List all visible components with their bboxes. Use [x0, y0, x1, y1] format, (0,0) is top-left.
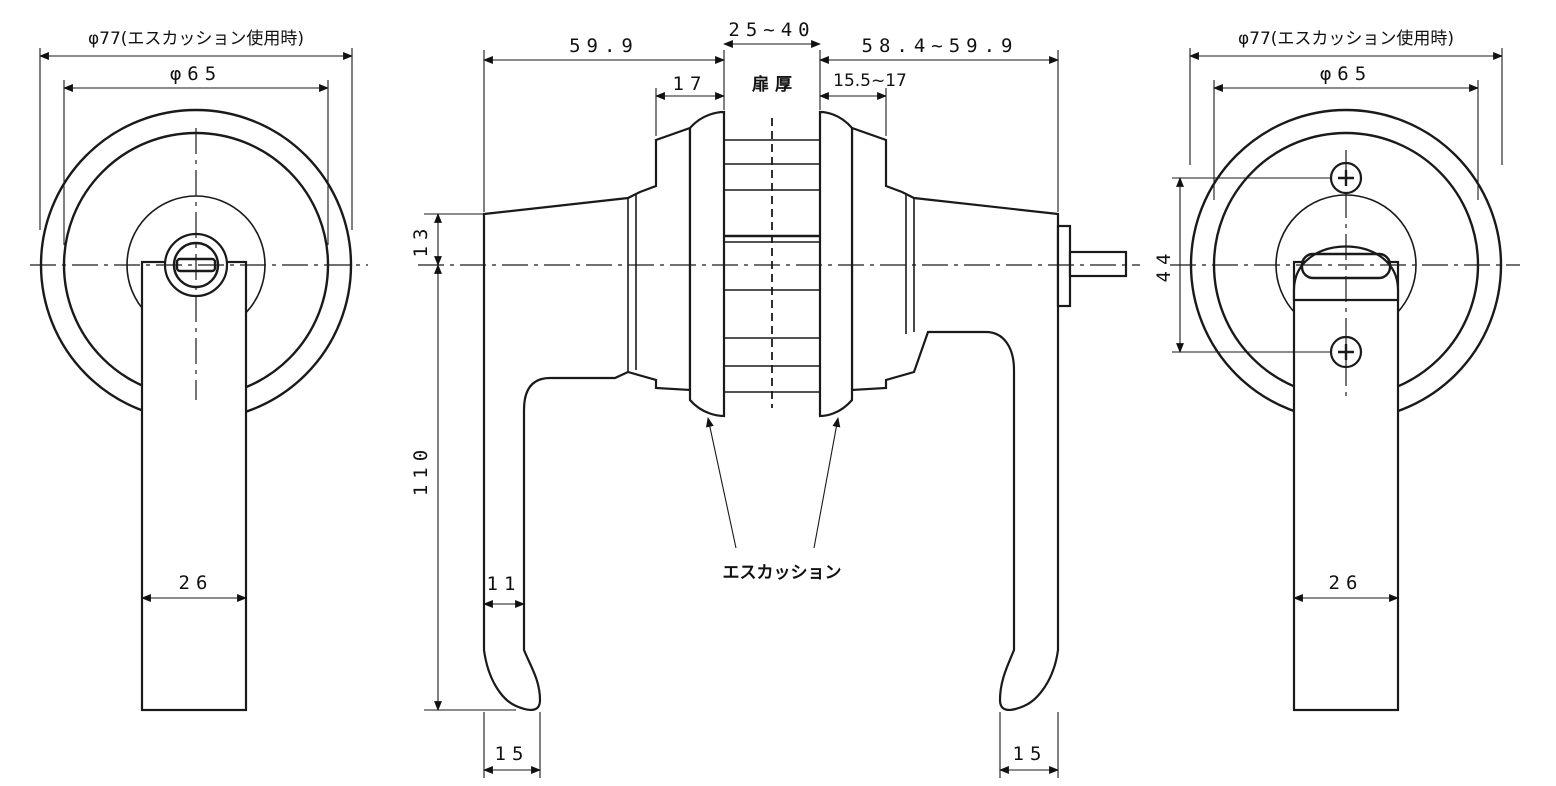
dim-grip-width: 11	[487, 573, 522, 595]
left-dim-rose-diameter: φ65	[170, 63, 222, 85]
label-door-thickness: 扉 厚	[752, 74, 792, 95]
spindle-stub	[1056, 224, 1128, 308]
right-lever-body	[850, 126, 1060, 712]
dim-rose-depth-left: 17	[673, 73, 708, 95]
right-dim-screw-pitch: 44	[1153, 248, 1175, 283]
callout-escutcheon-label: エスカッション	[723, 563, 842, 583]
left-lever-arm	[140, 260, 248, 712]
dim-upper-offset: 13	[410, 223, 432, 258]
left-front-view: φ77(エスカッション使用時) φ65 26	[30, 28, 368, 712]
callout-leader-right	[813, 417, 841, 549]
dim-left-projection: 59.9	[569, 35, 639, 57]
dim-lever-drop: 110	[410, 444, 432, 496]
dim-right-projection: 58.4~59.9	[862, 35, 1019, 57]
left-escutcheon-side	[688, 110, 726, 418]
dim-rose-depth-right: 15.5~17	[833, 71, 907, 91]
left-lever-body	[482, 126, 692, 712]
latch-body	[724, 139, 820, 393]
dim-tip-right: 15	[1013, 743, 1048, 765]
right-back-view: φ77(エスカッション使用時) φ65 44 26	[1153, 28, 1520, 712]
left-dim-escutcheon-diameter: φ77(エスカッション使用時)	[88, 28, 304, 49]
callout-leader-left	[706, 417, 737, 549]
right-dim-rose-diameter: φ65	[1320, 63, 1372, 85]
dim-tip-left: 15	[495, 743, 530, 765]
right-dim-escutcheon-diameter: φ77(エスカッション使用時)	[1238, 28, 1454, 49]
dim-door-thickness: 25~40	[728, 19, 815, 41]
left-dim-lever-width: 26	[179, 572, 214, 594]
side-view: 59.9 25~40 58.4~59.9 17 扉 厚 15.5~17 13 1…	[410, 19, 1140, 778]
right-dim-lever-width: 26	[1329, 572, 1364, 594]
right-escutcheon-side	[818, 110, 854, 418]
